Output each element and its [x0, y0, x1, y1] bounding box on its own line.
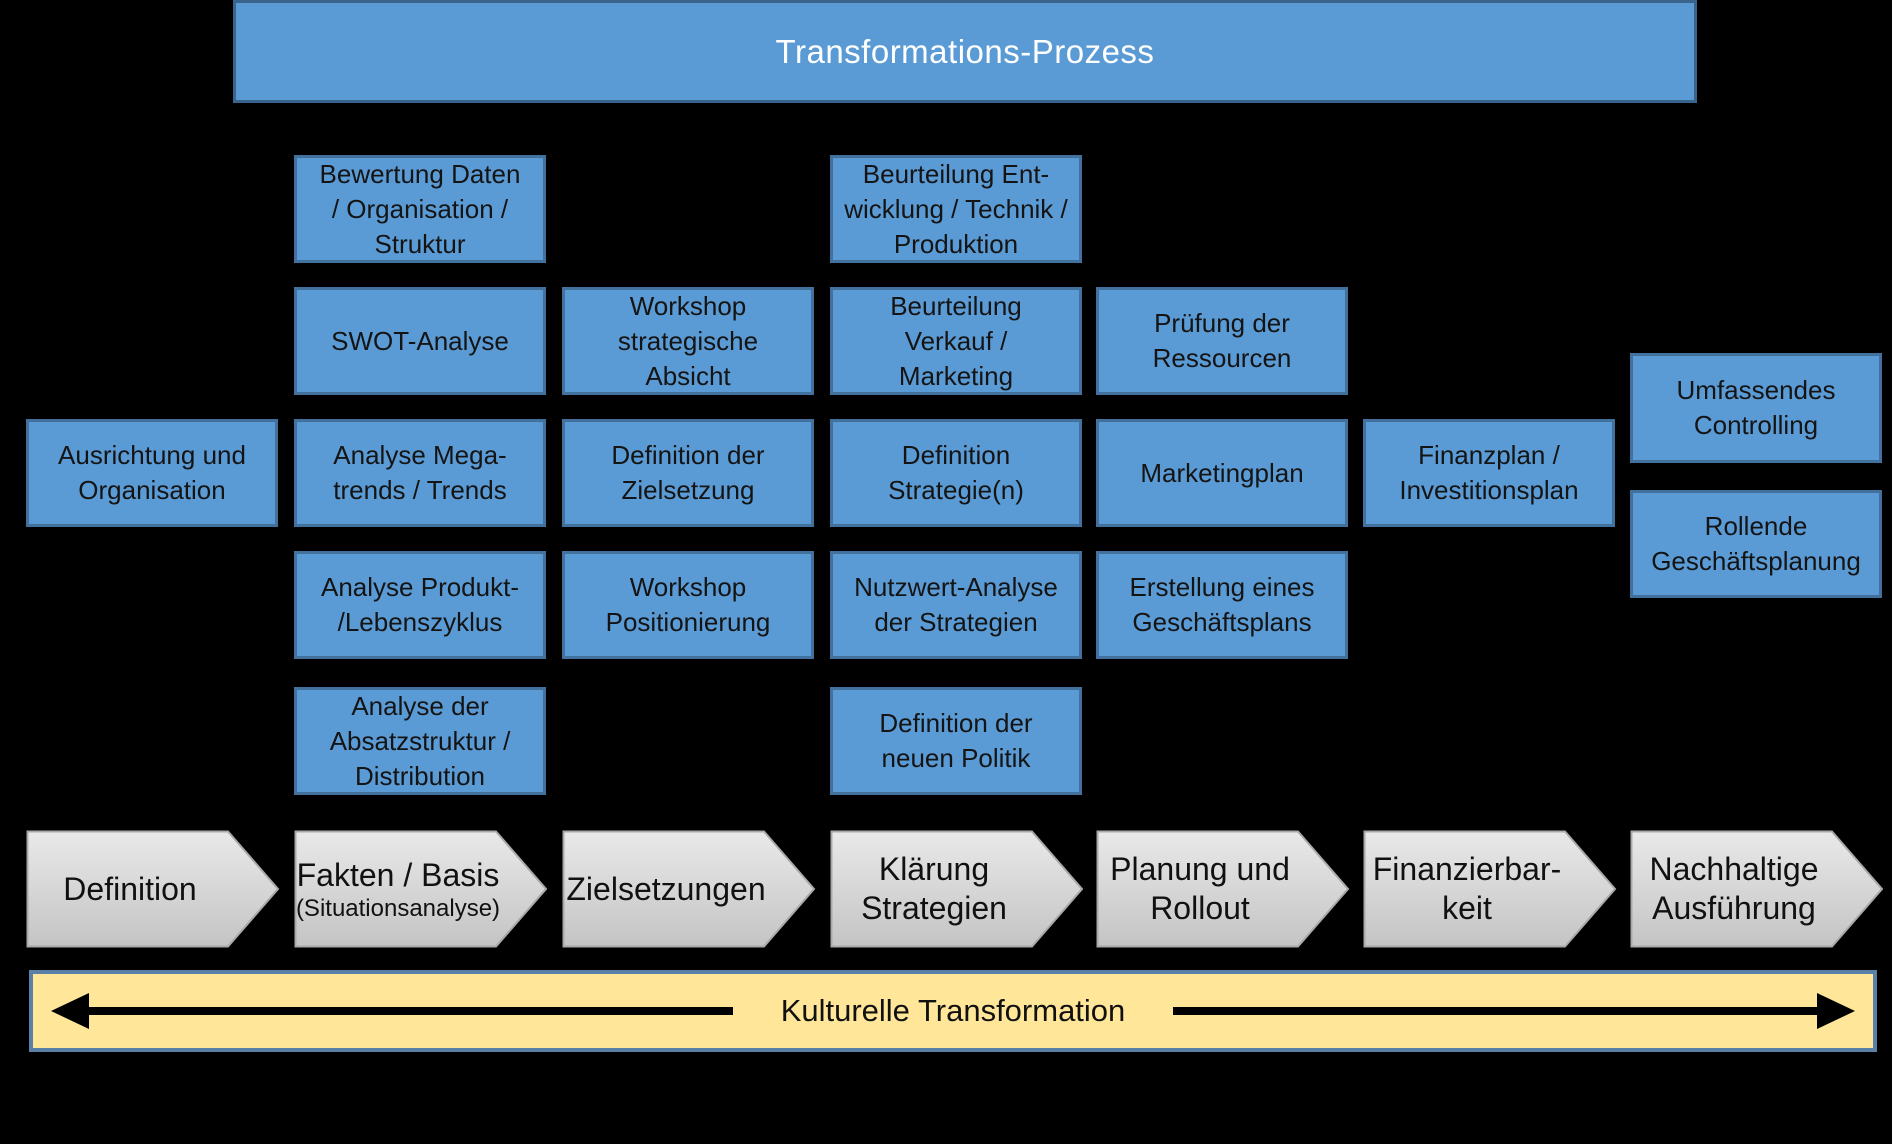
- arrow-pentagon-shape: [26, 830, 280, 948]
- box-line: Erstellung eines: [1129, 572, 1315, 602]
- double-arrow-icon: [51, 993, 1855, 1029]
- box-line: Rollende: [1704, 511, 1808, 541]
- box-line: Strategie(n): [888, 475, 1024, 505]
- arrow-pentagon-shape: [830, 830, 1084, 948]
- box-line: Absicht: [645, 360, 731, 391]
- culture-banner-label: Kulturelle Transformation: [780, 993, 1126, 1028]
- box-line: Geschäftsplans: [1132, 607, 1312, 637]
- box-line: strategische: [617, 325, 759, 356]
- box-line: Workshop: [629, 572, 747, 602]
- box-line: Verkauf /: [904, 325, 1008, 356]
- box-analyse-produkt: Analyse Produkt- /Lebenszyklus: [294, 551, 546, 659]
- box-line: Struktur: [374, 228, 466, 259]
- box-line: wicklung / Technik /: [844, 193, 1068, 224]
- box-line: Prüfung der: [1154, 308, 1290, 338]
- arrow-pentagon-shape: [1363, 830, 1617, 948]
- box-line: neuen Politik: [881, 743, 1031, 773]
- box-marketingplan: Marketingplan: [1096, 419, 1348, 527]
- box-line: Finanzplan /: [1418, 440, 1560, 470]
- phase-label: Klärung: [878, 851, 990, 887]
- box-bewertung-daten: Bewertung Daten / Organisation / Struktur: [294, 155, 546, 263]
- arrow-pentagon-shape: [1630, 830, 1884, 948]
- box-line: Beurteilung: [890, 290, 1022, 321]
- phase-arrow-zielsetzungen: Zielsetzungen: [562, 830, 816, 948]
- phase-label: Finanzierbar-: [1372, 851, 1562, 887]
- box-line: Workshop: [629, 290, 747, 321]
- phase-sublabel: (Situationsanalyse): [295, 894, 501, 922]
- arrow-pentagon-shape: [562, 830, 816, 948]
- box-line: Ressourcen: [1152, 343, 1292, 373]
- phase-label: Rollout: [1150, 890, 1250, 926]
- box-line: Zielsetzung: [621, 475, 755, 505]
- culture-transformation-banner: Kulturelle Transformation: [29, 970, 1877, 1052]
- box-line: Marketingplan: [1140, 457, 1304, 488]
- box-line: / Organisation /: [331, 193, 509, 224]
- box-line: Absatzstruktur /: [329, 725, 511, 756]
- phase-label: Nachhaltige: [1649, 851, 1819, 887]
- box-line: /Lebenszyklus: [337, 607, 503, 637]
- phase-label: Definition: [63, 870, 197, 907]
- box-beurteilung-entwicklung: Beurteilung Ent-wicklung / Technik / Prod…: [830, 155, 1082, 263]
- box-line: Ausrichtung und: [58, 440, 246, 470]
- box-line: Organisation: [78, 475, 226, 505]
- box-line: trends / Trends: [333, 475, 507, 505]
- arrow-pentagon-shape: [1096, 830, 1350, 948]
- phase-label: Strategien: [861, 890, 1007, 926]
- page-title: Transformations-Prozess: [775, 32, 1155, 70]
- box-line: Marketing: [898, 360, 1014, 391]
- box-line: Definition der: [879, 708, 1033, 738]
- title-banner: Transformations-Prozess: [233, 0, 1697, 103]
- box-line: Controlling: [1693, 410, 1819, 440]
- phase-label: Planung und: [1110, 851, 1290, 887]
- box-line: Produktion: [893, 228, 1019, 259]
- box-line: Analyse Produkt-: [321, 572, 519, 602]
- box-line: SWOT-Analyse: [331, 325, 509, 356]
- box-definition-neue-politik: Definition der neuen Politik: [830, 687, 1082, 795]
- phase-arrow-fakten-basis: Fakten / Basis(Situationsanalyse): [294, 830, 548, 948]
- box-line: Geschäftsplanung: [1651, 546, 1861, 576]
- box-swot-analyse: SWOT-Analyse: [294, 287, 546, 395]
- box-line: Nutzwert-Analyse: [854, 572, 1058, 602]
- box-line: Definition der: [611, 440, 765, 470]
- phase-arrow-definition: Definition: [26, 830, 280, 948]
- phase-label: Zielsetzungen: [566, 870, 766, 907]
- box-line: Beurteilung Ent-: [862, 158, 1050, 189]
- arrow-pentagon-shape: [294, 830, 548, 948]
- box-line: Bewertung Daten: [319, 158, 521, 189]
- box-line: Umfassendes: [1676, 375, 1836, 405]
- box-nutzwert-analyse: Nutzwert-Analyse der Strategien: [830, 551, 1082, 659]
- box-line: Analyse Mega-: [333, 440, 507, 470]
- phase-label: Fakten / Basis: [296, 856, 500, 893]
- box-finanzplan: Finanzplan / Investitionsplan: [1363, 419, 1615, 527]
- phase-arrow-finanzierbarkeit: Finanzierbar-keit: [1363, 830, 1617, 948]
- box-line: Analyse der: [351, 690, 489, 721]
- box-line: Definition: [901, 440, 1011, 470]
- box-line: Distribution: [354, 760, 486, 791]
- box-line: Positionierung: [605, 607, 771, 637]
- box-line: Investitionsplan: [1399, 475, 1579, 505]
- phase-label: keit: [1442, 890, 1492, 926]
- box-line: der Strategien: [874, 607, 1038, 637]
- box-analyse-megatrends: Analyse Mega-trends / Trends: [294, 419, 546, 527]
- phase-label: Ausführung: [1652, 890, 1816, 926]
